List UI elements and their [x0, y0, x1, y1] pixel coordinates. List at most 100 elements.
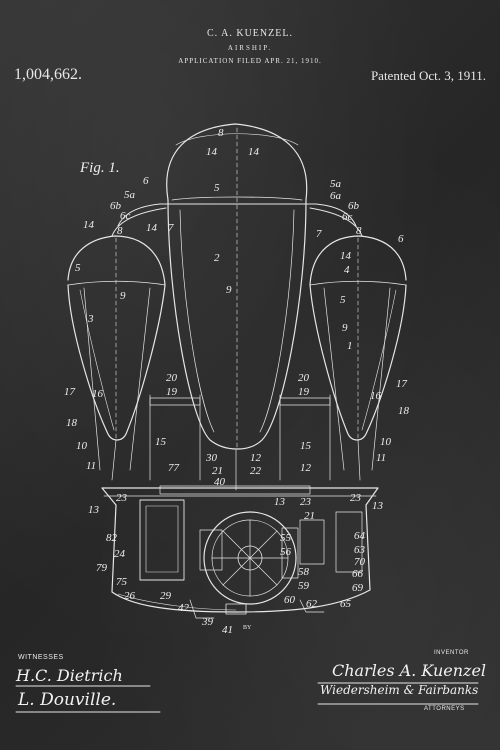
ref-22: 22 [250, 465, 261, 477]
ref-58: 58 [298, 566, 309, 578]
ref-64: 64 [354, 530, 365, 542]
ref-11-right: 11 [376, 452, 387, 464]
ref-41: 41 [222, 624, 233, 636]
ref-11-left: 11 [86, 460, 97, 472]
application-filed-date: APPLICATION FILED APR. 21, 1910. [178, 57, 322, 65]
ref-9-left: 9 [120, 290, 126, 302]
ref-19-left: 19 [166, 386, 177, 398]
patented-date: Patented Oct. 3, 1911. [370, 68, 486, 83]
ref-12-b: 12 [300, 462, 311, 474]
ref-8-top: 8 [218, 127, 224, 139]
ref-14-left: 14 [83, 219, 94, 231]
ref-77: 77 [168, 462, 179, 474]
attorneys-signature: Wiedersheim & Fairbanks [320, 683, 479, 697]
right-balloon [309, 235, 407, 441]
ref-6c-right: 6c [342, 211, 353, 223]
ref-12-a: 12 [250, 452, 261, 464]
ref-8-right: 8 [356, 225, 362, 237]
ref-62: 62 [306, 598, 317, 610]
ref-13-center: 13 [274, 496, 285, 508]
ref-39: 39 [202, 616, 213, 628]
ref-6b-left: 6b [110, 200, 121, 212]
ref-24: 24 [114, 548, 125, 560]
ref-18-left: 18 [66, 417, 77, 429]
ref-82: 82 [106, 532, 117, 544]
ref-5-left: 5 [75, 262, 81, 274]
ref-20-left: 20 [166, 372, 177, 384]
ref-10-right: 10 [380, 436, 391, 448]
ref-14-b: 14 [248, 146, 259, 158]
inventor-label: INVENTOR [434, 650, 469, 656]
ref-40: 40 [214, 476, 225, 488]
attorneys-label: ATTORNEYS [424, 706, 465, 712]
ref-9-center: 9 [226, 284, 232, 296]
ref-3: 3 [88, 313, 94, 325]
ref-21-a: 21 [212, 465, 223, 477]
ref-5a-right: 5a [330, 178, 341, 190]
ref-6a-right: 6a [330, 190, 341, 202]
left-balloon [67, 235, 166, 441]
ref-15-left: 15 [155, 436, 166, 448]
ref-26: 26 [124, 590, 135, 602]
ref-6-left: 6 [143, 175, 149, 187]
ref-60: 60 [284, 594, 295, 606]
ref-55: 55 [280, 532, 291, 544]
ref-20-right: 20 [298, 372, 309, 384]
ref-56: 56 [280, 546, 291, 558]
ref-14-a: 14 [206, 146, 217, 158]
ref-5a-left: 5a [124, 189, 135, 201]
inventor-name: C. A. KUENZEL. [207, 28, 293, 39]
witness-signature-1: H.C. Dietrich [16, 666, 123, 685]
signature-lines [15, 682, 479, 713]
ref-5-center: 5 [214, 182, 220, 194]
ref-4: 4 [344, 264, 350, 276]
ref-9-right: 9 [342, 322, 348, 334]
rigging-lines [83, 287, 391, 491]
ref-23-right: 23 [350, 492, 361, 504]
ref-6c-left: 6c [120, 210, 131, 222]
ref-17-right: 17 [396, 378, 407, 390]
by-label: BY [243, 625, 252, 631]
gondola [101, 485, 379, 619]
ref-23-center: 23 [300, 496, 311, 508]
ref-16-right: 16 [370, 390, 381, 402]
patent-title: AIRSHIP. [227, 44, 273, 52]
ref-5-right: 5 [340, 294, 346, 306]
ref-14-left2: 14 [146, 222, 157, 234]
ref-1: 1 [347, 340, 353, 352]
ref-75: 75 [116, 576, 127, 588]
ref-19-right: 19 [298, 386, 309, 398]
ref-6b-right: 6b [348, 200, 359, 212]
ref-8-left: 8 [117, 225, 123, 237]
ref-15-right: 15 [300, 440, 311, 452]
witnesses-label: WITNESSES [18, 654, 64, 661]
ref-6-right: 6 [398, 233, 404, 245]
inventor-signature: Charles A. Kuenzel [332, 661, 487, 680]
ref-42: 42 [178, 602, 189, 614]
ref-7-left: 7 [168, 222, 174, 234]
ref-29: 29 [160, 590, 171, 602]
ref-17-left: 17 [64, 386, 75, 398]
ref-70: 70 [354, 556, 365, 568]
ref-13-right: 13 [372, 500, 383, 512]
frame-arcs [111, 203, 363, 237]
ref-65: 65 [340, 598, 351, 610]
ref-13-left: 13 [88, 504, 99, 516]
ref-23-left: 23 [116, 492, 127, 504]
ref-18-right: 18 [398, 405, 409, 417]
ref-30-a: 30 [206, 452, 217, 464]
ref-21-b: 21 [304, 510, 315, 522]
ref-59: 59 [298, 580, 309, 592]
ref-7-right: 7 [316, 228, 322, 240]
ref-79: 79 [96, 562, 107, 574]
witness-signature-2: L. Douville. [18, 690, 117, 710]
ref-66: 66 [352, 568, 363, 580]
ref-63: 63 [354, 544, 365, 556]
ref-2: 2 [214, 252, 220, 264]
central-balloon [166, 123, 308, 451]
ref-14-right: 14 [340, 250, 351, 262]
patent-number: 1,004,662. [14, 66, 82, 83]
ref-10-left: 10 [76, 440, 87, 452]
